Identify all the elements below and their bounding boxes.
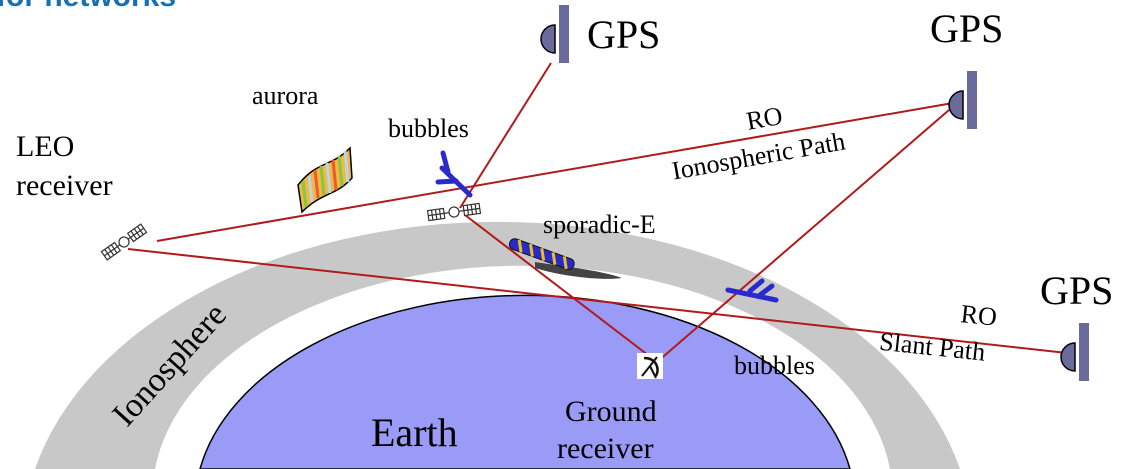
- ground-antenna-icon: [637, 353, 663, 379]
- earth-body: [199, 294, 851, 469]
- aurora-label: aurora: [252, 81, 319, 110]
- bubbles-label: bubbles: [734, 351, 815, 380]
- ro-slant-path-label-line2: Slant Path: [878, 327, 987, 367]
- header-fragment: for networks: [0, 0, 176, 13]
- plasma-bubble-icon: [725, 278, 779, 303]
- leo-receiver-label-line1: LEO: [16, 130, 74, 163]
- gps-topright-to-ground-path: [656, 109, 950, 363]
- leo-satellite-icon: [100, 223, 148, 261]
- bubbles-label: bubbles: [388, 114, 469, 143]
- earth-label: Earth: [371, 410, 458, 455]
- gps-label: GPS: [587, 12, 660, 57]
- gps-satellite-icon: [1060, 323, 1089, 381]
- gps-label: GPS: [930, 6, 1003, 51]
- ro-slant-path: [127, 248, 1068, 354]
- leo-receiver-label-line2: receiver: [16, 169, 113, 202]
- ground-receiver-label-line1: Ground: [565, 395, 657, 428]
- ro-ionospheric-path-label-line2: Ionospheric Path: [670, 126, 848, 185]
- gps-label: GPS: [1040, 268, 1113, 313]
- ro-slant-path-label-line1: RO: [959, 299, 998, 332]
- plasma-bubble-icon: [435, 150, 473, 198]
- sporadic-e-layer-icon: [508, 238, 622, 279]
- gps-top-to-leo-path: [459, 62, 552, 209]
- gps-satellite-icon: [540, 5, 569, 63]
- ro-ionospheric-path: [156, 102, 954, 242]
- ground-receiver-label-line2: receiver: [557, 432, 654, 465]
- aurora-curtain-icon: [297, 146, 353, 214]
- signal-paths: [127, 62, 1068, 363]
- ro-ionospheric-path-label-line1: RO: [744, 101, 785, 136]
- leo-to-ground-path: [464, 214, 658, 363]
- sporadic-e-label: sporadic-E: [543, 210, 656, 239]
- gps-satellite-icon: [948, 71, 977, 129]
- leo-satellite-icon: [426, 202, 482, 222]
